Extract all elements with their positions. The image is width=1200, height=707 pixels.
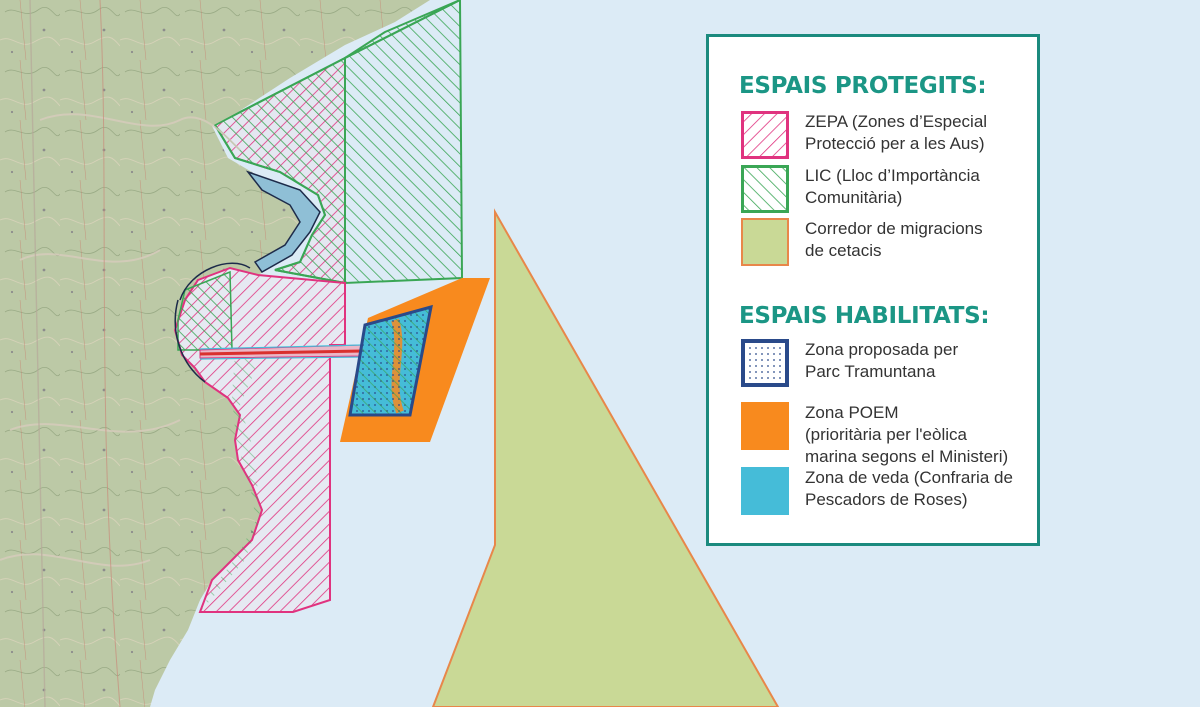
legend-item-corridor: Corredor de migracions de cetacis (741, 218, 1041, 268)
legend-label-corridor: Corredor de migracions de cetacis (805, 219, 983, 260)
legend-item-poem: Zona POEM (prioritària per l'eòlica mari… (741, 402, 1041, 474)
lic-zone-north (213, 0, 464, 285)
legend-panel: ESPAIS PROTEGITS: ZEPA (Zones d’Especial… (706, 34, 1040, 546)
green-hatch-swatch-icon (741, 165, 789, 213)
pink-hatch-swatch-icon (741, 111, 789, 159)
legend-label-tramuntana: Zona proposada per Parc Tramuntana (805, 340, 959, 381)
legend-item-zepa: ZEPA (Zones d’Especial Protecció per a l… (741, 111, 1041, 161)
legend-item-tramuntana: Zona proposada per Parc Tramuntana (741, 339, 1041, 389)
tramuntana-zone (348, 304, 433, 417)
habilitated-spaces-heading: ESPAIS HABILITATS: (739, 303, 990, 329)
legend-label-zepa: ZEPA (Zones d’Especial Protecció per a l… (805, 112, 988, 153)
legend-item-veda: Zona de veda (Confraria de Pescadors de … (741, 467, 1041, 517)
legend-label-poem: Zona POEM (prioritària per l'eòlica mari… (805, 403, 1009, 466)
light-green-swatch-icon (741, 218, 789, 266)
land-area (0, 0, 430, 707)
bay-lic-inner (245, 170, 321, 273)
orange-swatch-icon (741, 402, 789, 450)
blue-dotted-swatch-icon (741, 339, 789, 387)
legend-label-veda: Zona de veda (Confraria de Pescadors de … (805, 468, 1013, 509)
cyan-swatch-icon (741, 467, 789, 515)
migration-corridor (431, 208, 780, 707)
cable-corridor (199, 344, 363, 360)
legend-label-lic: LIC (Lloc d’Importància Comunitària) (805, 166, 980, 207)
legend-item-lic: LIC (Lloc d’Importància Comunitària) (741, 165, 1041, 215)
protected-spaces-heading: ESPAIS PROTEGITS: (739, 73, 987, 99)
